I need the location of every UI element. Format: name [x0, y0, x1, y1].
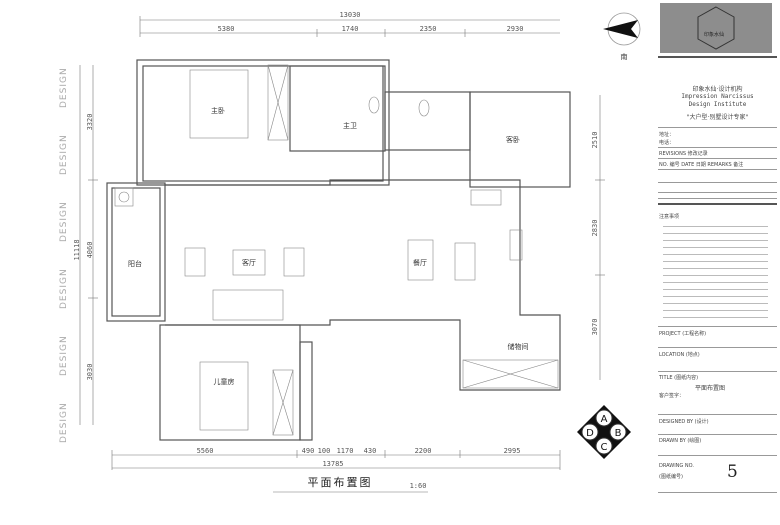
wardrobe — [267, 64, 289, 141]
dim-label: 5380 — [218, 25, 235, 33]
drawing-no-label-cn: (图纸编号) — [659, 474, 683, 480]
dim-label: 2200 — [415, 447, 432, 455]
dim-total: 11118 — [73, 239, 81, 260]
phone-label: 电话： — [659, 140, 675, 146]
room-label-master-bedroom: 主卧 — [211, 106, 225, 115]
plan-title: 平面布置图 — [308, 476, 373, 489]
plan-scale: 1:60 — [410, 482, 427, 490]
address-label: 地址： — [659, 132, 675, 138]
elevation-index-marker-icon: A B C D — [577, 405, 631, 459]
company-slogan: "大户型·别墅设计专家" — [686, 114, 749, 121]
marker-b: B — [615, 428, 622, 439]
washer — [114, 187, 134, 207]
walls — [106, 59, 571, 441]
dim-label: 490 — [302, 447, 315, 455]
top-dimensions: 13030 5380 1740 2350 2930 — [139, 11, 560, 37]
drawing-no-label: DRAWING NO. — [659, 463, 694, 469]
project-label: PROJECT (工程名称) — [659, 331, 707, 337]
notes-body — [663, 222, 768, 322]
watermark-text: DESIGN — [59, 268, 69, 309]
watermark-text: DESIGN — [59, 201, 69, 242]
title-value: 平面布置图 — [695, 385, 726, 392]
marker-c: C — [601, 442, 608, 453]
dim-label: 100 — [318, 447, 331, 455]
notes-title: 注意事项 — [659, 214, 680, 220]
dim-label: 1170 — [337, 447, 354, 455]
furniture — [114, 64, 559, 436]
dim-label: 5560 — [197, 447, 214, 455]
coffee-table — [232, 249, 266, 276]
north-compass-icon: 南 — [603, 12, 641, 61]
company-name-en: Design Institute — [688, 101, 747, 108]
revisions-header: NO. 编号 DATE 日期 REMARKS 备注 — [659, 162, 744, 168]
wardrobe — [272, 369, 294, 436]
location-label: LOCATION (地点) — [659, 352, 700, 358]
toilet — [368, 96, 380, 114]
compass-label: 南 — [621, 52, 628, 61]
dim-label: 2995 — [504, 447, 521, 455]
room-label-balcony: 阳台 — [128, 259, 142, 268]
drawing-number: 5 — [727, 462, 738, 482]
dim-label: 3320 — [86, 114, 94, 131]
dining-table — [407, 239, 434, 281]
designed-by-label: DESIGNED BY (设计) — [659, 419, 709, 425]
dim-label: 2510 — [591, 132, 599, 149]
watermark-text: DESIGN — [59, 67, 69, 108]
sofa — [212, 289, 284, 321]
room-labels: 主卧 主卫 客卧 阳台 客厅 餐厅 儿童房 储物间 — [128, 106, 529, 386]
dim-label: 2930 — [507, 25, 524, 33]
client-signature-label: 客户签字： — [659, 393, 685, 399]
bottom-dimensions: 5560 490 100 1170 430 2200 2995 13785 — [111, 447, 561, 470]
floor-plan-drawing: DESIGN DESIGN DESIGN DESIGN DESIGN DESIG… — [59, 11, 641, 493]
dim-total: 13030 — [339, 11, 360, 19]
kitchen-island — [454, 242, 476, 281]
dim-label: 1740 — [342, 25, 359, 33]
sink — [509, 229, 523, 261]
dim-label: 2350 — [420, 25, 437, 33]
title-block: 印象水仙 印象水仙·设计机构 Impression Narcissus Desi… — [655, 0, 780, 525]
room-label-storage: 储物间 — [508, 342, 529, 351]
revisions-label: REVISIONS 修改记录 — [659, 151, 708, 157]
dim-label: 3070 — [591, 319, 599, 336]
dim-label: 4060 — [86, 242, 94, 259]
left-dimensions: 11118 3320 4060 3030 — [73, 65, 98, 425]
watermark-text: DESIGN — [59, 402, 69, 443]
storage-cabinet — [462, 359, 559, 389]
logo-text: 印象水仙 — [704, 32, 725, 38]
dim-label: 2830 — [591, 220, 599, 237]
dim-label: 430 — [364, 447, 377, 455]
master-bed — [189, 69, 249, 139]
marker-a: A — [601, 414, 608, 425]
armchair — [184, 247, 206, 277]
stove — [470, 189, 502, 206]
kids-bed — [199, 361, 249, 431]
design-watermarks: DESIGN DESIGN DESIGN DESIGN DESIGN DESIG… — [59, 67, 69, 443]
room-label-living-room: 客厅 — [242, 258, 256, 267]
dim-label: 3030 — [86, 364, 94, 381]
company-name-cn: 印象水仙·设计机构 — [692, 86, 743, 93]
armchair — [283, 247, 305, 277]
company-logo: 印象水仙 — [660, 3, 772, 53]
room-label-dining-room: 餐厅 — [413, 258, 427, 267]
room-label-kids-room: 儿童房 — [214, 377, 235, 386]
watermark-text: DESIGN — [59, 134, 69, 175]
title-label: TITLE (图纸内容) — [659, 375, 699, 381]
drawn-by-label: DRAWN BY (绘图) — [659, 438, 702, 444]
room-label-guest-bedroom: 客卧 — [506, 135, 520, 144]
room-label-master-bath: 主卫 — [343, 121, 357, 130]
right-dimensions: 2510 2830 3070 — [591, 95, 605, 380]
toilet — [418, 99, 430, 117]
watermark-text: DESIGN — [59, 335, 69, 376]
dim-total: 13785 — [322, 460, 343, 468]
marker-d: D — [586, 428, 594, 439]
company-name-en: Impression Narcissus — [681, 93, 754, 100]
